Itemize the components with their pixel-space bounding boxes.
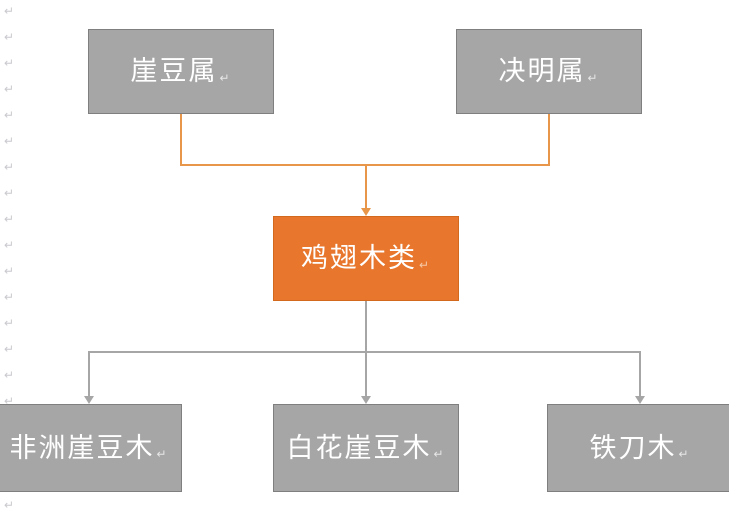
node-label: 鸡翅木类 <box>300 243 417 273</box>
node-paragraph-mark: ↵ <box>219 70 232 85</box>
node-paragraph-mark: ↵ <box>587 70 600 85</box>
node-label: 白花崖豆木 <box>286 432 432 463</box>
node-label: 崖豆属 <box>130 56 218 86</box>
paragraph-mark: ↵ <box>4 4 15 18</box>
paragraph-mark: ↵ <box>4 368 15 382</box>
connector-children-horizontal <box>88 351 641 353</box>
node-senna-siamea[interactable]: 铁刀木 ↵ <box>547 404 729 492</box>
arrowhead-to-wenge <box>361 208 371 216</box>
paragraph-marks-column: ↵ ↵ ↵ ↵ ↵ ↵ ↵ ↵ ↵ ↵ ↵ ↵ ↵ ↵ ↵ ↵ ↵ <box>4 0 22 516</box>
paragraph-mark: ↵ <box>4 290 15 304</box>
paragraph-mark: ↵ <box>4 264 15 278</box>
node-paragraph-mark: ↵ <box>433 447 446 461</box>
node-label: 决明属 <box>498 56 586 86</box>
node-afrormosia[interactable]: 非洲崖豆木 ↵ <box>0 404 182 492</box>
paragraph-mark: ↵ <box>4 316 15 330</box>
paragraph-mark: ↵ <box>4 342 15 356</box>
paragraph-mark: ↵ <box>4 56 15 70</box>
connector-millettia-vertical <box>180 114 182 166</box>
connector-to-afrormosia <box>88 351 90 397</box>
paragraph-mark: ↵ <box>4 238 15 252</box>
paragraph-mark: ↵ <box>4 30 15 44</box>
arrowhead-to-siamea <box>635 396 645 404</box>
node-paragraph-mark: ↵ <box>678 447 691 461</box>
node-wenge-category[interactable]: 鸡翅木类 ↵ <box>273 216 459 301</box>
node-paragraph-mark: ↵ <box>156 447 169 461</box>
node-millettia-leucantha[interactable]: 白花崖豆木 ↵ <box>273 404 459 492</box>
node-genus-senna[interactable]: 决明属 ↵ <box>456 29 642 114</box>
paragraph-mark: ↵ <box>4 160 15 174</box>
arrowhead-to-leucantha <box>361 396 371 404</box>
connector-to-wenge-vertical <box>365 164 367 209</box>
node-paragraph-mark: ↵ <box>418 257 432 272</box>
node-genus-millettia[interactable]: 崖豆属 ↵ <box>88 29 274 114</box>
paragraph-mark: ↵ <box>4 82 15 96</box>
connector-wenge-down <box>365 301 367 353</box>
arrowhead-to-afrormosia <box>84 396 94 404</box>
paragraph-mark: ↵ <box>4 108 15 122</box>
node-label: 非洲崖豆木 <box>9 432 155 463</box>
paragraph-mark: ↵ <box>4 186 15 200</box>
paragraph-mark: ↵ <box>4 134 15 148</box>
paragraph-mark: ↵ <box>4 394 15 408</box>
connector-to-leucantha <box>365 351 367 397</box>
connector-senna-vertical <box>548 114 550 166</box>
paragraph-mark: ↵ <box>4 212 15 226</box>
connector-to-siamea <box>639 351 641 397</box>
node-label: 铁刀木 <box>589 432 677 463</box>
paragraph-mark: ↵ <box>4 498 15 512</box>
